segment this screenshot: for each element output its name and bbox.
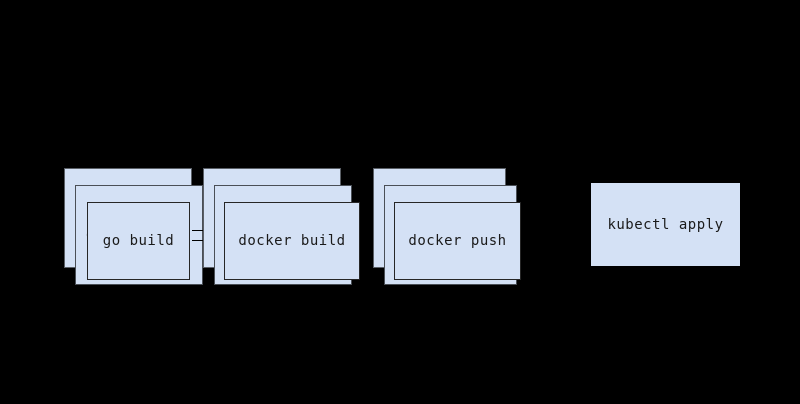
node-docker-push-label: docker push bbox=[408, 233, 507, 249]
node-docker-build-card-1[interactable]: docker build bbox=[224, 202, 360, 280]
node-kubectl-apply-label: kubectl apply bbox=[607, 216, 724, 233]
node-go-build-card-1[interactable]: go build bbox=[87, 202, 190, 280]
node-kubectl-apply[interactable]: kubectl apply bbox=[591, 183, 740, 266]
node-go-build-label: go build bbox=[102, 233, 175, 249]
node-docker-build-label: docker build bbox=[238, 233, 346, 249]
node-docker-push-card-1[interactable]: docker push bbox=[394, 202, 521, 280]
